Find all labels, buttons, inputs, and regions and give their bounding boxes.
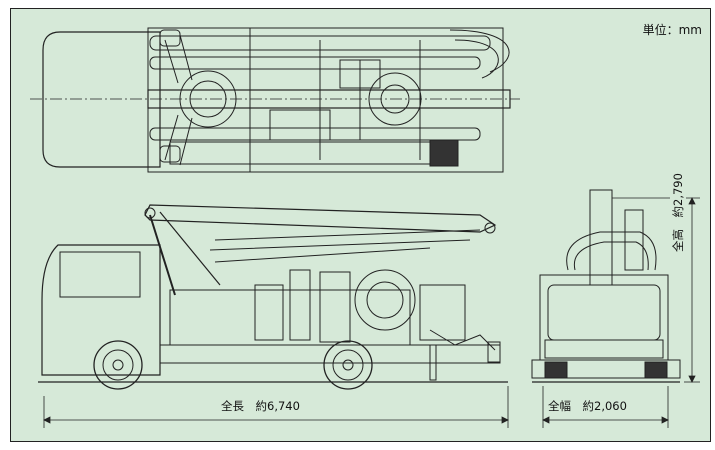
side-view (38, 204, 508, 390)
dimension-lines (43, 197, 700, 428)
rear-view (531, 189, 681, 383)
unit-label: 単位：mm (642, 23, 702, 37)
top-view (30, 27, 520, 173)
overall-width-label: 全幅 約2,060 (545, 398, 630, 414)
overall-height-label: 全高 約2,790 (670, 170, 686, 255)
overall-length-label: 全長 約6,740 (218, 398, 303, 414)
